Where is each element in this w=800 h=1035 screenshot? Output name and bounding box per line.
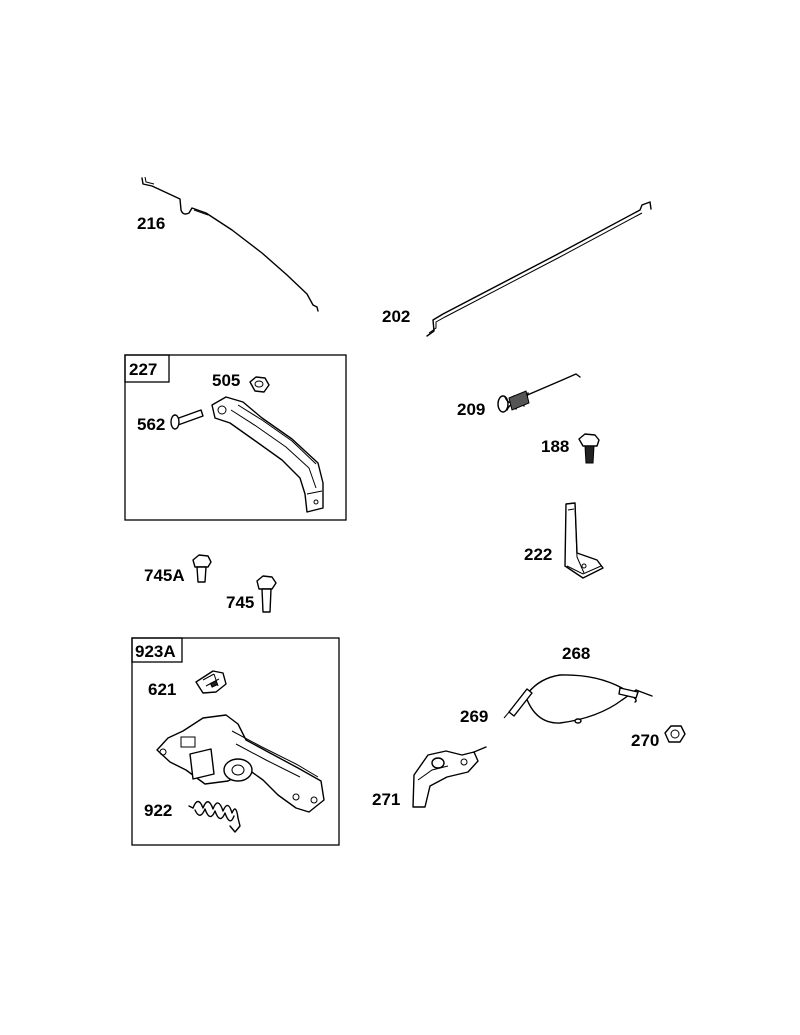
- label-216: 216: [137, 214, 165, 233]
- label-271: 271: [372, 790, 400, 809]
- part-268-cable[interactable]: [525, 674, 653, 724]
- label-222: 222: [524, 545, 552, 564]
- part-271-control-lever[interactable]: [412, 746, 487, 808]
- part-745-screw[interactable]: [256, 575, 277, 613]
- label-745A: 745A: [144, 566, 185, 585]
- part-923A-control-bracket[interactable]: [156, 714, 325, 813]
- part-209-spring[interactable]: [497, 373, 581, 413]
- part-227-governor-lever[interactable]: [211, 396, 324, 513]
- label-269: 269: [460, 707, 488, 726]
- part-269-cable-end[interactable]: [503, 688, 533, 719]
- part-202-rod[interactable]: [426, 201, 652, 337]
- part-745A-screw[interactable]: [192, 554, 212, 583]
- part-621-clip[interactable]: [195, 670, 227, 694]
- label-270: 270: [631, 731, 659, 750]
- label-505: 505: [212, 371, 240, 390]
- label-227: 227: [129, 360, 157, 379]
- part-562-pin[interactable]: [170, 409, 204, 430]
- part-188-screw[interactable]: [578, 433, 600, 464]
- kit-923A-frame: [131, 637, 340, 846]
- label-188: 188: [541, 437, 569, 456]
- label-209: 209: [457, 400, 485, 419]
- part-270-nut[interactable]: [664, 725, 686, 743]
- label-202: 202: [382, 307, 410, 326]
- label-923A: 923A: [135, 642, 176, 661]
- part-505-nut[interactable]: [249, 376, 270, 393]
- label-745: 745: [226, 593, 254, 612]
- part-922-spring[interactable]: [188, 800, 241, 833]
- label-562: 562: [137, 415, 165, 434]
- label-268: 268: [562, 644, 590, 663]
- kit-227-frame: [124, 354, 347, 521]
- part-216-wire[interactable]: [141, 176, 319, 312]
- label-621: 621: [148, 680, 176, 699]
- part-222-bracket[interactable]: [564, 502, 604, 579]
- label-922: 922: [144, 801, 172, 820]
